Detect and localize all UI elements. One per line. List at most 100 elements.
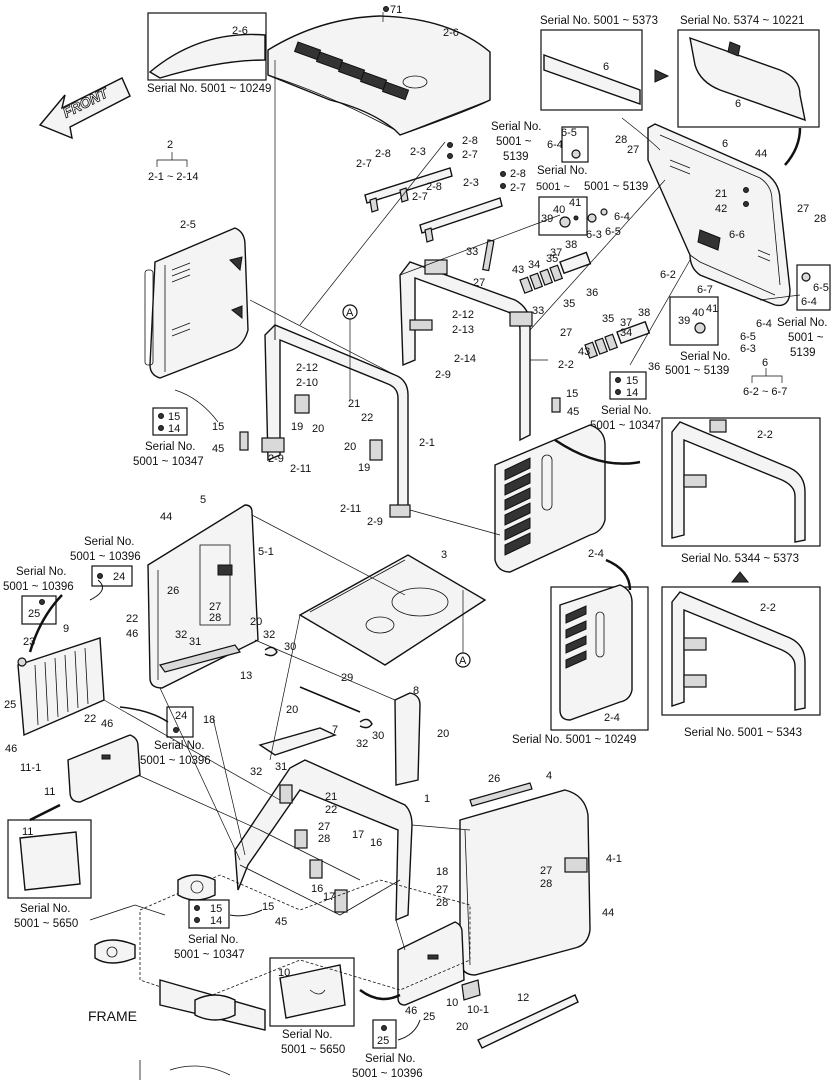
- callout-27-b: 27: [560, 327, 572, 339]
- serial-line-10347-bottom: Serial No.: [188, 934, 239, 946]
- serial-5374-10221: Serial No. 5374 ~ 10221: [680, 15, 804, 27]
- serial-5001-10249-top: Serial No. 5001 ~ 10249: [147, 83, 271, 95]
- callout-27-c: 27: [627, 144, 639, 156]
- callout-16-b: 16: [311, 883, 323, 895]
- callout-31-b: 31: [275, 761, 287, 773]
- serial-line-right-box: Serial No.: [777, 317, 828, 329]
- inset-15-14-bottom: 15 14: [188, 899, 230, 929]
- callout-27-d: 27: [797, 203, 809, 215]
- svg-text:15: 15: [210, 903, 222, 915]
- hinge-cluster-upper: [519, 251, 592, 294]
- callout-2-12-b: 2-12: [452, 309, 474, 321]
- callout-10-1: 10-1: [467, 1004, 489, 1016]
- hinge-cluster-lower: [584, 320, 651, 359]
- inset-door-10: 10: [269, 957, 355, 1027]
- callout-27-e: 27: [209, 601, 221, 613]
- main-frame: [89, 874, 471, 1080]
- serial-5139-right-box: 5139: [790, 347, 816, 359]
- svg-text:14: 14: [168, 423, 180, 435]
- svg-text:25: 25: [377, 1035, 389, 1047]
- callout-2-9-c: 2-9: [435, 369, 451, 381]
- top-cover: [267, 6, 491, 136]
- svg-text:6-4: 6-4: [547, 139, 563, 151]
- callout-1: 1: [424, 793, 430, 805]
- svg-text:A: A: [346, 307, 354, 319]
- callout-13: 13: [240, 670, 252, 682]
- callout-2-1: 2-1: [419, 437, 435, 449]
- callout-6-3-a: 6-3: [740, 343, 756, 355]
- svg-text:6-5: 6-5: [561, 127, 577, 139]
- callout-33-b: 33: [532, 305, 544, 317]
- callout-46-b: 46: [5, 743, 17, 755]
- svg-text:15: 15: [168, 411, 180, 423]
- inset-callout-2-6: 2-6: [232, 25, 248, 37]
- callout-2-8-b: 2-8: [462, 135, 478, 147]
- callout-45-c: 45: [275, 916, 287, 928]
- serial-5001-top-val: 5001 ~: [496, 136, 532, 148]
- svg-text:2-2: 2-2: [757, 429, 773, 441]
- inset-39-40-41-top: 40 41 39: [538, 196, 588, 236]
- inset-door-11: 11: [7, 819, 92, 899]
- callout-2-7-d: 2-7: [510, 182, 526, 194]
- bracket-2-3-lower: [419, 197, 503, 243]
- callout-43-a: 43: [512, 264, 524, 276]
- svg-text:40: 40: [553, 204, 565, 216]
- serial-5139-top-val: 5139: [503, 151, 529, 163]
- group-6-label: 6 6-2 ~ 6-7: [743, 357, 787, 398]
- callout-27-h: 27: [436, 884, 448, 896]
- callout-4-1: 4-1: [606, 853, 622, 865]
- callout-35-c: 35: [602, 313, 614, 325]
- door-10: [397, 921, 465, 1006]
- rear-frame-2-1: [261, 324, 411, 518]
- serial-5001-5343: Serial No. 5001 ~ 5343: [684, 727, 802, 739]
- callout-26-a: 26: [167, 585, 179, 597]
- callout-28-f: 28: [436, 897, 448, 909]
- inset-6-5-6-4-top: 6-5 6-4: [547, 126, 589, 163]
- callout-2-11-a: 2-11: [290, 463, 311, 475]
- serial-5001-10347-bottom: 5001 ~ 10347: [174, 949, 245, 961]
- callout-27-a: 27: [473, 277, 485, 289]
- callout-46-a: 46: [126, 628, 138, 640]
- callout-2-8-a: 2-8: [375, 148, 391, 160]
- callout-2-5: 2-5: [180, 219, 196, 231]
- callout-30-a: 30: [284, 641, 296, 653]
- callout-44-b: 44: [160, 511, 172, 523]
- svg-text:24: 24: [113, 571, 125, 583]
- callout-2-7-c: 2-7: [412, 191, 428, 203]
- callout-36-b: 36: [648, 361, 660, 373]
- section-marker-a-bottom: A: [455, 590, 471, 668]
- callout-2-9-b: 2-9: [367, 516, 383, 528]
- callout-17-b: 17: [323, 891, 335, 903]
- callout-31-a: 31: [189, 636, 201, 648]
- callout-45-a: 45: [212, 443, 224, 455]
- inset-24-upper: 24: [91, 565, 133, 587]
- callout-28-a: 28: [615, 134, 627, 146]
- section-marker-a-top: A: [342, 304, 358, 400]
- callout-32-a: 32: [175, 629, 187, 641]
- callout-2-13: 2-13: [452, 324, 474, 336]
- inset-frame-5344-5373: 2-2: [661, 417, 821, 547]
- callout-20-c: 20: [250, 616, 262, 628]
- svg-text:2-4: 2-4: [604, 712, 620, 724]
- serial-line-lower: Serial No.: [680, 351, 731, 363]
- callout-21-b: 21: [715, 188, 727, 200]
- callout-20-d: 20: [286, 704, 298, 716]
- svg-text:14: 14: [626, 387, 638, 399]
- svg-text:A: A: [459, 655, 467, 667]
- inset-6-5-6-4-right: 6-5 6-4: [796, 264, 831, 311]
- callout-46-c: 46: [101, 718, 113, 730]
- callout-7: 7: [332, 724, 338, 736]
- bar-12: [477, 994, 579, 1049]
- callout-6-5-a: 6-5: [740, 331, 756, 343]
- callout-22-c: 22: [84, 713, 96, 725]
- callout-35-a: 35: [546, 253, 558, 265]
- callout-38-a: 38: [565, 239, 577, 251]
- door-11: [67, 734, 141, 803]
- svg-text:14: 14: [210, 915, 222, 927]
- callout-2-2-main: 2-2: [558, 359, 574, 371]
- serial-val-5001-5139-top: 5001 ~ 5139: [584, 181, 648, 193]
- svg-text:6-2 ~ 6-7: 6-2 ~ 6-7: [743, 386, 787, 398]
- svg-text:6: 6: [735, 98, 741, 110]
- leader-lines: [28, 60, 802, 1041]
